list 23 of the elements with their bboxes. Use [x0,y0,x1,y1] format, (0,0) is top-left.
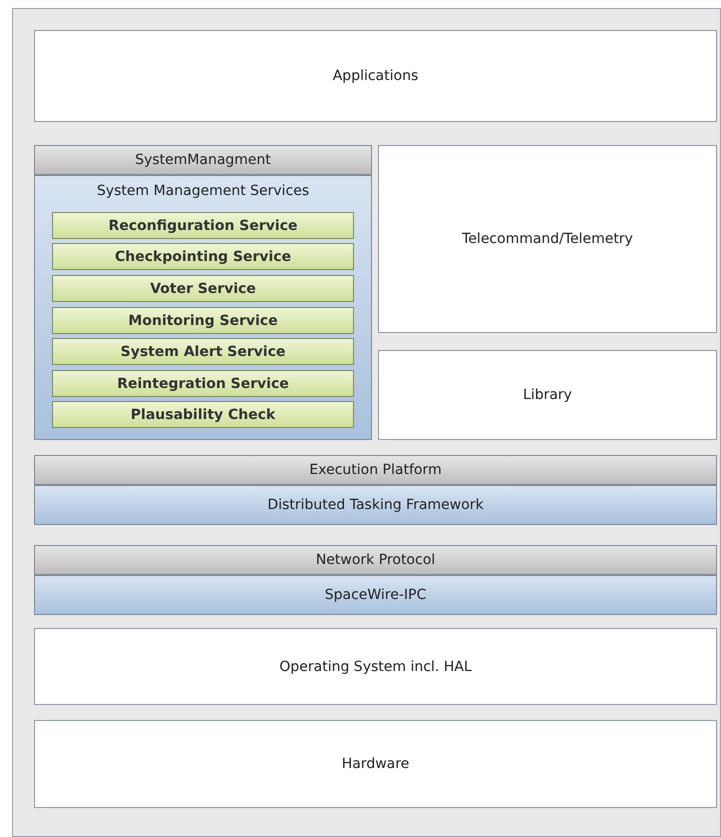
layer-header: Execution Platform [34,455,717,485]
layer-label: Library [523,387,572,403]
service-box: Monitoring Service [52,307,354,334]
layer-box [378,145,717,333]
group-subtitle: System Management Services [96,183,310,199]
layer-box [34,628,717,705]
layer-box [378,350,717,440]
service-box: Checkpointing Service [52,243,354,270]
layer-body: Distributed Tasking Framework [34,485,717,525]
service-box: Reconfiguration Service [52,212,354,239]
layer-header: SystemManagment [34,145,372,175]
layer-label: Operating System incl. HAL [279,658,472,674]
layer-label: Hardware [342,756,410,772]
layer-header: Network Protocol [34,545,717,575]
service-box: Voter Service [52,275,354,302]
service-box: Plausability Check [52,401,354,428]
layer-box [34,720,717,808]
service-box: Reintegration Service [52,370,354,397]
service-box: System Alert Service [52,338,354,365]
layer-box [34,30,717,122]
layer-body: SpaceWire-IPC [34,575,717,615]
layer-label: Applications [332,68,418,84]
layer-label: Telecommand/Telemetry [462,231,633,247]
